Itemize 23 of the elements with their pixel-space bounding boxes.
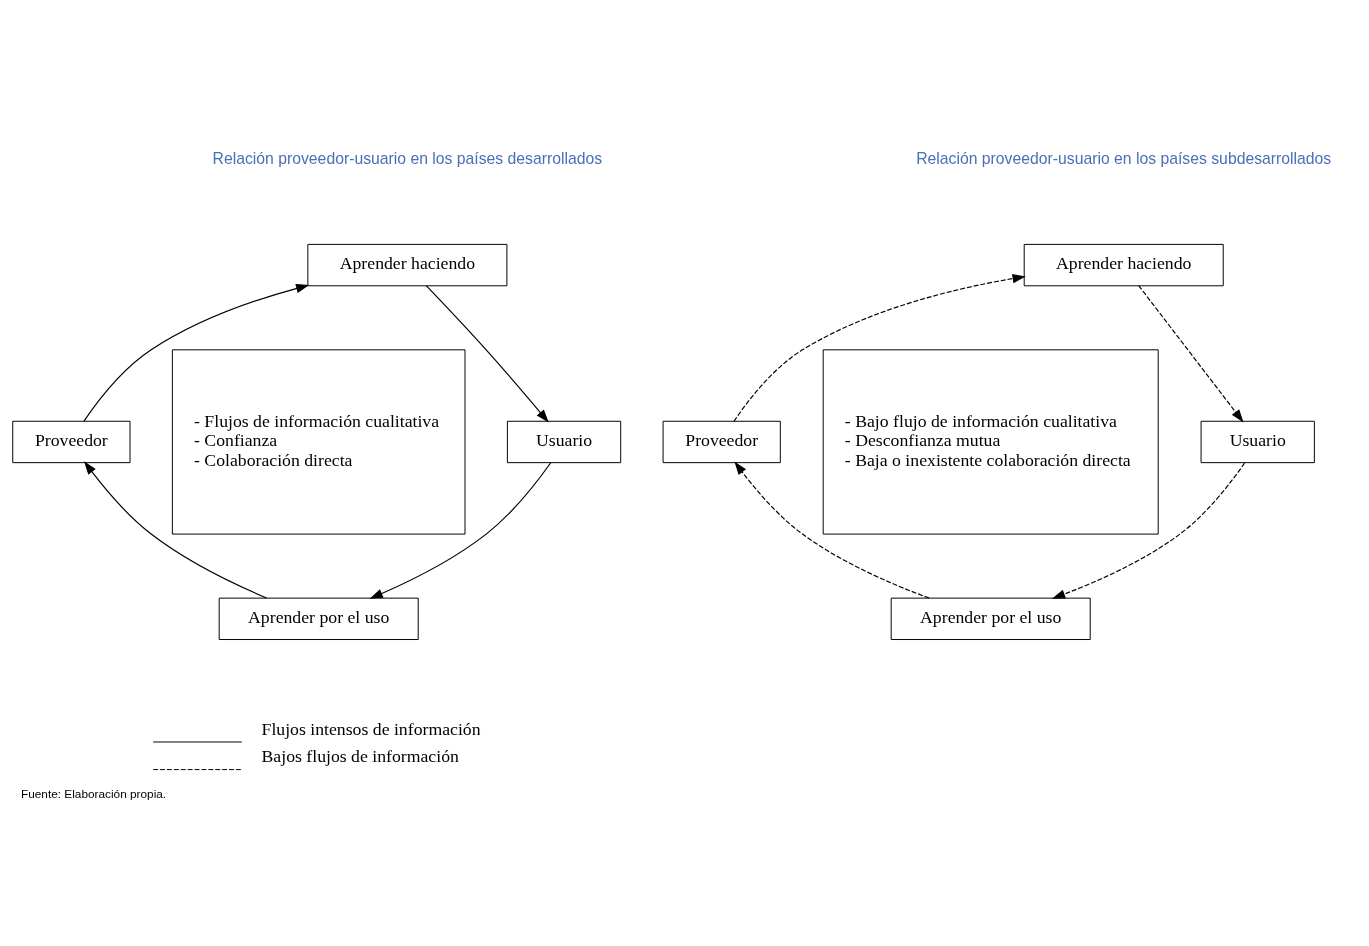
node-box: Aprender haciendo (307, 243, 508, 287)
label: Relación proveedor-usuario en los países desarrollados (212, 150, 603, 168)
arrow (1138, 285, 1244, 423)
label: Relación proveedor-usuario en los países subdesarrollados (916, 150, 1332, 168)
legend-label: Flujos intensos de información (261, 718, 481, 739)
node-box: Aprender por el uso (890, 597, 1091, 640)
node-box: Proveedor (662, 420, 781, 464)
node-box: - Flujos de información cualitativa - Confianza - Colaboración directa (171, 349, 466, 535)
node-box: Aprender haciendo (1023, 243, 1224, 287)
caption: Fuente: Elaboración propia. (20, 786, 167, 801)
legend-label: Bajos flujos de información (261, 746, 459, 767)
node-box: Usuario (1200, 420, 1315, 464)
arrow (84, 461, 268, 599)
arrow (733, 274, 1026, 422)
arrow (1052, 462, 1246, 599)
node-box: - Bajo flujo de información cualitativa - Desconfianza mutua - Baja o inexistente colaboración directa (822, 349, 1159, 535)
arrow (369, 462, 552, 599)
node-box: Usuario (506, 420, 622, 464)
arrow (734, 461, 930, 599)
arrow (425, 285, 549, 423)
node-box: Proveedor (12, 420, 131, 464)
node-box: Aprender por el uso (218, 597, 419, 640)
arrow (83, 283, 310, 422)
